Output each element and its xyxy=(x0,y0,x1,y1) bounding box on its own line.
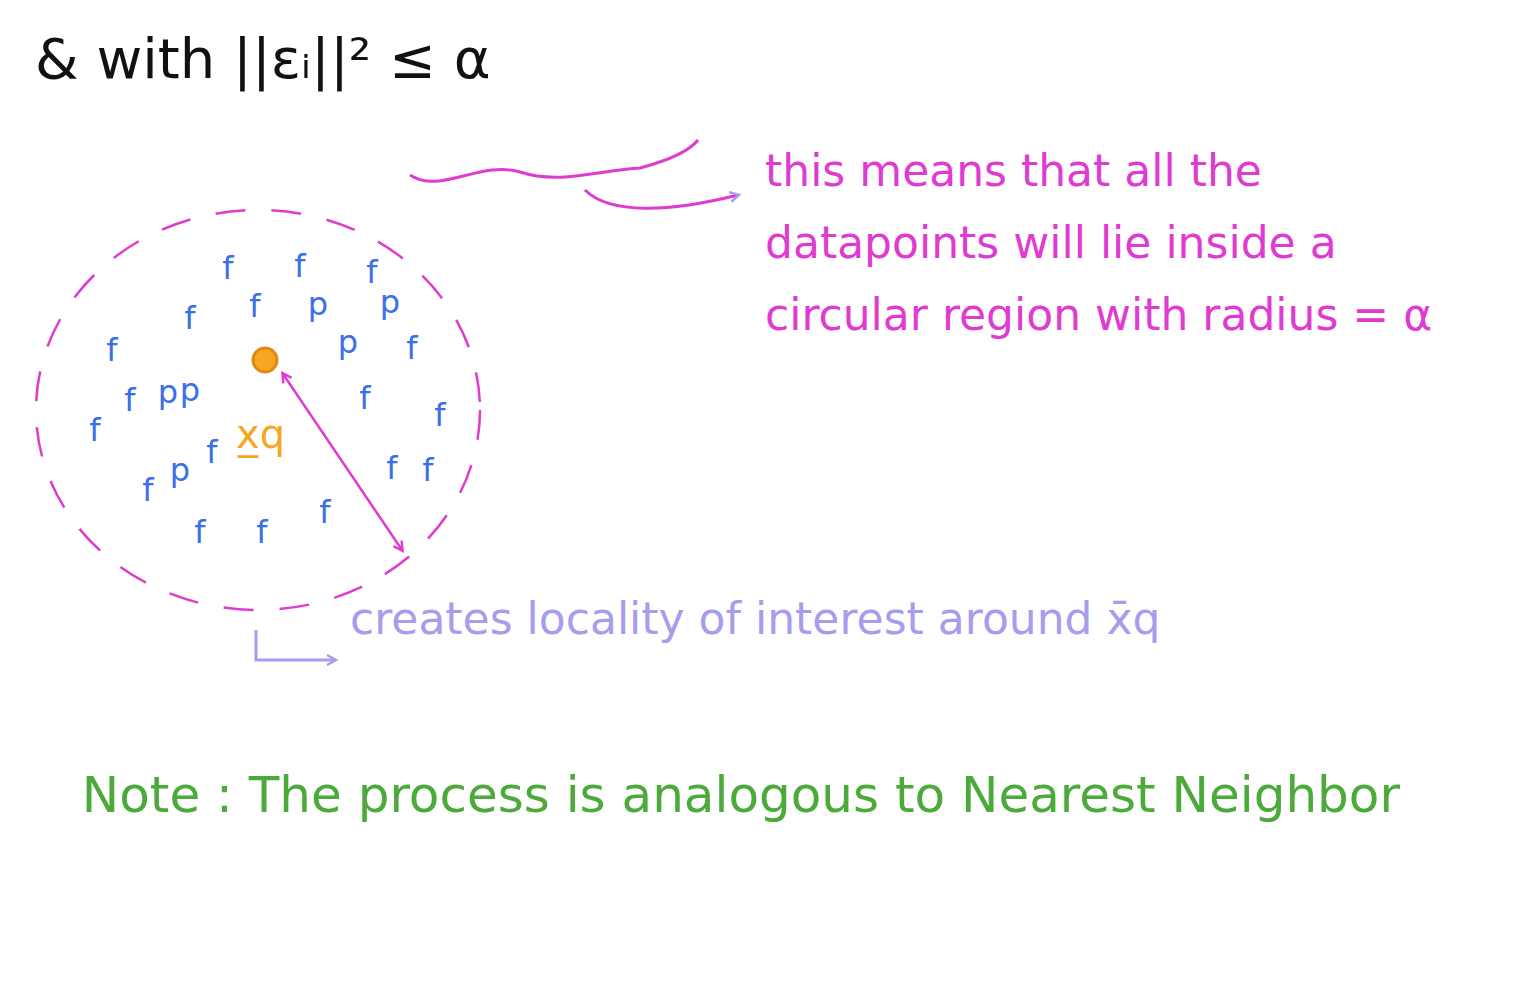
sample-mark: f xyxy=(366,256,377,288)
sample-mark: p xyxy=(180,374,200,406)
sample-mark: f xyxy=(294,250,305,282)
locality-note: creates locality of interest around x̄q xyxy=(350,590,1520,647)
sample-mark: p xyxy=(380,286,400,318)
sample-mark: f xyxy=(386,452,397,484)
sample-mark: f xyxy=(194,516,205,548)
sample-mark: f xyxy=(434,399,445,431)
sample-mark: f xyxy=(249,290,260,322)
sample-mark: f xyxy=(256,516,267,548)
sample-mark: f xyxy=(222,252,233,284)
wavy-underline xyxy=(410,140,698,181)
sample-mark: p xyxy=(338,326,358,358)
sample-mark: f xyxy=(89,414,100,446)
sample-mark: f xyxy=(406,332,417,364)
explanation-note: this means that all the datapoints will … xyxy=(765,135,1505,351)
radius-arrow xyxy=(283,374,402,550)
query-label: x̲q xyxy=(236,408,326,460)
sample-mark: f xyxy=(206,436,217,468)
sample-mark: f xyxy=(422,454,433,486)
sample-mark: p xyxy=(308,288,328,320)
sample-mark: f xyxy=(124,384,135,416)
sample-mark: p xyxy=(158,376,178,408)
sample-mark: f xyxy=(142,474,153,506)
sample-mark: f xyxy=(319,496,330,528)
green-note: Note : The process is analogous to Neare… xyxy=(15,755,1400,835)
sample-mark: f xyxy=(106,334,117,366)
pointer-arrow xyxy=(585,190,738,208)
bracket-arrow xyxy=(256,630,335,660)
sample-mark: f xyxy=(184,302,195,334)
sample-mark: p xyxy=(170,454,190,486)
formula: & with ||εᵢ||² ≤ α xyxy=(35,22,795,95)
query-point xyxy=(253,348,277,372)
sample-mark: f xyxy=(359,382,370,414)
locality-circle xyxy=(36,210,480,610)
